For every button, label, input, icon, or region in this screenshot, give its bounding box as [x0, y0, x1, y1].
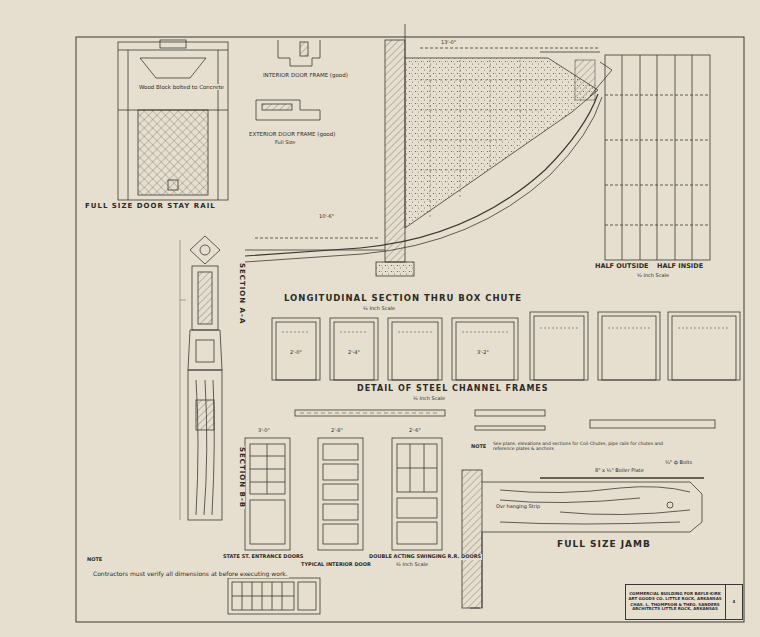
view-title: DETAIL OF STEEL CHANNEL FRAMES — [356, 385, 550, 394]
dimension-note: 2'-6" — [408, 428, 422, 434]
section-title: SECTION A-A — [237, 262, 245, 325]
view-title: HALF INSIDE — [656, 263, 704, 270]
dimension-note: 8" x ¼" Boiler Plate — [594, 468, 645, 474]
title-block: COMMERCIAL BUILDING FOR BAYLE-KIRK ART G… — [625, 584, 743, 620]
title-block-text: CHAS. L. THOMPSON & THEO. SANDERS ARCHIT… — [628, 603, 722, 612]
dimension-note: 2'-0" — [289, 350, 303, 356]
dimension-note: INTERIOR DOOR FRAME (good) — [262, 72, 349, 78]
dimension-note: ¾" ф Bolts — [664, 460, 693, 466]
dimension-note: 3'-0" — [257, 428, 271, 434]
sheet-number-box: 4 — [725, 584, 743, 620]
dimension-note: Full Size — [274, 140, 296, 146]
dimension-note: ½ Inch Scale — [412, 396, 446, 402]
dimension-note: Contractors must verify all dimensions a… — [92, 571, 289, 578]
view-title: NOTE — [470, 444, 487, 450]
view-title: DOUBLE ACTING SWINGING R.R. DOORS — [368, 554, 482, 560]
view-title: STATE ST. ENTRANCE DOORS — [222, 554, 304, 560]
dimension-note: 2'-8" — [330, 428, 344, 434]
dimension-note: ½ Inch Scale — [362, 306, 396, 312]
dimension-note: 10'-6" — [318, 214, 335, 220]
dimension-note: 2'-4" — [347, 350, 361, 356]
view-title: FULL SIZE JAMB — [556, 540, 652, 550]
dimension-note: ½ Inch Scale — [636, 273, 670, 279]
title-block-text: COMMERCIAL BUILDING FOR BAYLE-KIRK ART G… — [628, 592, 722, 601]
dimension-note: Wood Block bolted to Concrete — [138, 84, 225, 90]
dimension-note: 3'-2" — [476, 350, 490, 356]
dimension-note: EXTERIOR DOOR FRAME (good) — [248, 131, 336, 137]
view-title: NOTE — [86, 557, 103, 563]
view-title: TYPICAL INTERIOR DOOR — [300, 562, 372, 568]
view-title: FULL SIZE DOOR STAY RAIL — [84, 203, 217, 211]
view-title: HALF OUTSIDE — [594, 263, 650, 270]
sheet-number: 4 — [726, 600, 742, 604]
dimension-note: Ovr hanging Strip — [495, 504, 541, 510]
dimension-note: 13'-0" — [440, 40, 457, 46]
dimension-note: ½ Inch Scale — [395, 562, 429, 568]
section-title: SECTION B-B — [237, 446, 245, 509]
view-title: LONGITUDINAL SECTION THRU BOX CHUTE — [283, 294, 523, 303]
dimension-note: See plans, elevations and sections for C… — [492, 442, 669, 452]
